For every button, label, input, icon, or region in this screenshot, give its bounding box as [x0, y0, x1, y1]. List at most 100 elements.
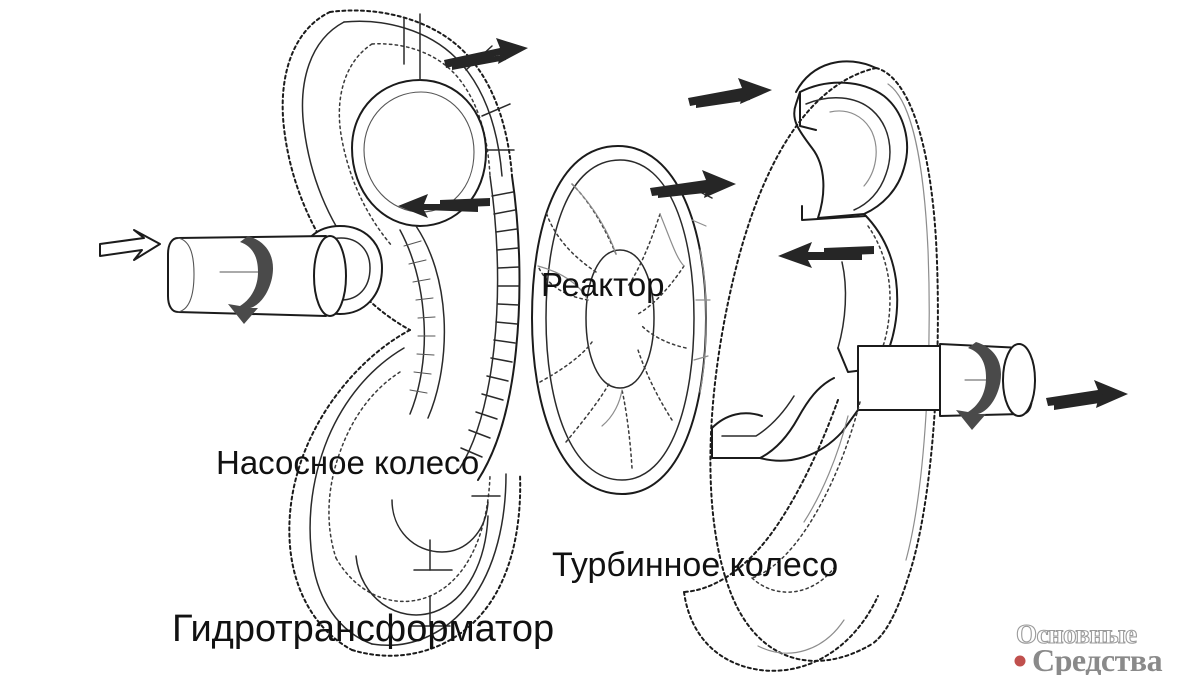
pump-channel-lower-left [328, 371, 401, 559]
pump-lower-scallop-a [391, 499, 489, 553]
pump-torus-eye-inner [363, 91, 475, 213]
turbine-upper-blade [793, 81, 908, 219]
reactor-hub [585, 249, 655, 389]
flow-arrow-reactor-top [650, 170, 736, 198]
turbine-bowl-echo [803, 415, 849, 523]
reactor-vane-echo-1 [571, 183, 617, 255]
turbine-outer-right-echo [887, 83, 930, 561]
reactor-edge-band-a [699, 249, 707, 393]
output-rotation-arrow [956, 342, 1001, 430]
label-reactor: Реактор [541, 266, 665, 303]
pump-vane-4 [496, 247, 519, 251]
pump-vane-14 [468, 429, 491, 439]
flow-arrow-pump-top [444, 38, 528, 70]
pump-outer-shell-bottom [351, 473, 522, 657]
reactor-outer-rim [531, 145, 707, 495]
reactor-vane-4 [627, 213, 661, 287]
turbine-core-left [837, 261, 847, 349]
turbine-bowl-bottom-inner [751, 567, 835, 593]
pump-shell-inner-bottom [371, 473, 507, 646]
pump-disc-rim-inner [459, 175, 499, 469]
pump-channel-lower-right [335, 475, 491, 603]
turbine-bowl-left-inner [751, 401, 861, 579]
label-pump-wheel: Насосное колесо [216, 444, 480, 481]
pump-shell-inner-top [343, 20, 503, 177]
pump-hub-vane-9 [409, 389, 428, 394]
reactor-vane-9 [565, 381, 611, 443]
pump-hub-vane-1 [403, 240, 422, 247]
reactor-rim-inner [545, 159, 695, 481]
turbine-wheel-group [683, 60, 1036, 672]
reactor-vane-1 [571, 183, 617, 255]
turbine-outer-left [709, 67, 877, 662]
reactor-vane-8 [621, 389, 633, 469]
input-shaft-end-cap [313, 235, 347, 317]
turbine-lower-blade-inner [721, 395, 795, 437]
turbine-upper-blade-inner [805, 97, 891, 211]
pump-disc-rim-outer [477, 175, 521, 481]
turbine-lower-blade-foot [759, 409, 859, 462]
pump-vane-1 [491, 191, 514, 197]
pump-vane-3 [495, 228, 518, 233]
reactor-edge-tick-3 [693, 355, 709, 361]
watermark-logo: Основные Средства [1014, 619, 1163, 675]
flow-arrows [99, 38, 1128, 430]
pump-hub-vane-3 [412, 278, 431, 283]
label-turbine-wheel: Турбинное колесо [552, 546, 839, 584]
pump-hub-vane-band [399, 225, 446, 419]
flow-arrow-input [99, 229, 161, 261]
output-shaft-end-cap [1002, 343, 1036, 417]
reactor-vane-2 [545, 211, 597, 273]
pump-vane-11 [486, 375, 509, 382]
reactor-group [531, 145, 713, 495]
pump-blade-band [459, 175, 521, 481]
watermark-dot-icon [1014, 655, 1026, 667]
turbine-lower-blade [711, 377, 835, 459]
reactor-vane-10 [539, 341, 593, 383]
flow-arrow-output [1046, 380, 1128, 410]
label-diagram-title: Гидротрансформатор [172, 608, 555, 650]
pump-hub-vane-5 [417, 316, 436, 319]
pump-hub-vane-7 [416, 353, 435, 356]
pump-rib-right-a [481, 103, 511, 117]
turbine-upper-blade-tab [799, 91, 817, 131]
turbine-lower-blade-cap [711, 412, 763, 429]
reactor-edge-tick-1 [691, 219, 707, 227]
reactor-vane-echo-3 [537, 265, 589, 301]
turbine-hub-plate [857, 345, 951, 411]
flow-arrow-pump-mid [398, 194, 490, 218]
pump-shell-inner-lower [309, 347, 405, 645]
turbine-core-right [863, 213, 899, 369]
pump-channel-upper-left [338, 43, 393, 247]
turbine-bowl-bottom-echo [757, 619, 845, 654]
turbine-top-shell [795, 60, 877, 93]
input-rotation-arrow [228, 236, 273, 324]
pump-vane-2 [493, 209, 516, 215]
pump-wheel-group [167, 9, 522, 657]
pump-vane-15 [460, 447, 483, 458]
pump-lower-scallop-b [355, 515, 489, 616]
watermark-line1: Основные [1016, 619, 1137, 649]
pump-vane-10 [490, 357, 513, 363]
input-shaft [167, 235, 347, 317]
pump-shell-inner-upper [301, 21, 357, 257]
flow-arrow-reactor-mid [778, 242, 874, 268]
turbine-upper-blade-foot [801, 205, 867, 221]
reactor-vane-echo-4 [601, 389, 623, 427]
pump-hub-vane-8 [413, 371, 432, 375]
turbine-bowl-bottom [683, 591, 879, 672]
pump-vane-5 [497, 266, 520, 269]
reactor-vane-7 [637, 349, 673, 421]
pump-vane-13 [475, 411, 498, 420]
turbine-bowl-left [683, 399, 839, 593]
pump-outer-shell-top [329, 9, 513, 177]
pump-vane-7 [497, 303, 520, 306]
pump-hub-vane-2 [408, 259, 427, 265]
pump-vane-12 [481, 393, 504, 401]
watermark-line2: Средства [1032, 642, 1163, 675]
reactor-vane-echo-2 [659, 213, 685, 267]
reactor-vane-6 [641, 325, 687, 349]
pump-hub-band-inner [399, 229, 426, 415]
